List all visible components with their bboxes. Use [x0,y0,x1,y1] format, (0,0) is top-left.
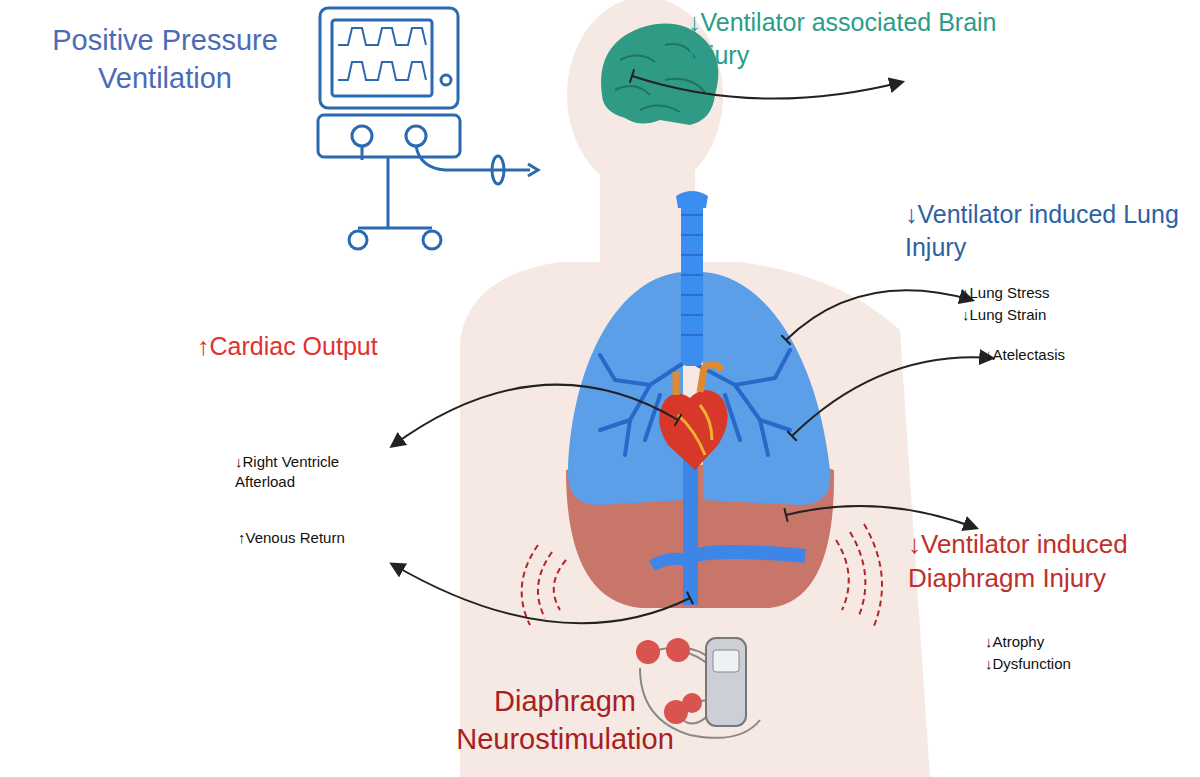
annotation-label: ↓Dysfunction [985,654,1125,674]
annotation-label: ↓Atrophy [985,632,1125,652]
leader-arrow [392,385,678,446]
ventilator-base-unit [318,115,460,157]
leader-arrow [392,564,690,623]
wave-arc [864,524,882,626]
heart-shape [659,390,727,470]
trachea-illustration [676,191,708,366]
body-silhouette [460,0,930,777]
vena-cava [652,445,805,605]
heart-vessels [676,364,722,395]
waveform [338,62,426,80]
vein-branch [652,559,688,566]
tube-tip [528,164,538,176]
wheel [423,231,441,249]
electrode-pad [666,638,690,662]
brain-illustration [601,24,718,125]
annotation-label: ↑Venous Return [238,528,408,548]
coronary-vessels [678,405,712,455]
ventilator-monitor [320,8,458,108]
larynx [676,191,708,208]
neck-shape [600,170,695,270]
annotation-label: ↓Ventilator induced Lung Injury [905,198,1190,263]
annotation-label: ↓Ventilator associated Brain Injury [688,6,998,71]
annotation-label: ↓Ventilator induced Diaphragm Injury [908,528,1200,596]
wave-arc [850,532,865,618]
leader-arrows [392,76,992,623]
annotation-label: ↑Cardiac Output [197,330,447,363]
stand-base [358,227,432,230]
ventilator-screen [332,20,432,96]
annotation-label: Positive Pressure Ventilation [25,22,305,97]
stimulator-unit [706,638,746,726]
stimulator-screen [713,650,739,672]
electrode-pad [682,693,702,713]
wheel [349,231,367,249]
annotation-label: ↓Lung Strain [962,305,1102,325]
leader-arrow [786,506,976,528]
leader-arrow [792,357,992,436]
stimulation-waves [522,524,882,626]
waveform [338,28,426,45]
trachea-rings [681,215,703,335]
right-lung [703,272,830,505]
left-lung [568,272,683,505]
trachea-tube [681,196,703,366]
stand-pole [387,157,390,228]
monitor-knob [441,75,451,85]
wave-arc [836,540,849,610]
annotation-label: ↓Lung Stress [962,283,1102,303]
port-circle [406,126,426,146]
brain-shape [601,24,718,125]
annotation-label: ↓Right Ventricle Afterload [235,452,370,491]
heart-illustration [659,364,727,470]
wave-arc [538,552,552,618]
wave-arc [522,545,538,625]
annotation-label: ↓Atelectasis [985,345,1125,365]
port-circle [352,126,372,146]
leader-arrow [632,76,902,99]
electrode-pad [636,640,660,664]
hepatic-branch [692,552,805,556]
wave-arc [554,560,566,610]
ventilator-icon [318,8,538,249]
annotation-label: Diaphragm Neurostimulation [440,683,690,758]
tube-connector [492,156,504,184]
leader-arrow [786,290,972,340]
